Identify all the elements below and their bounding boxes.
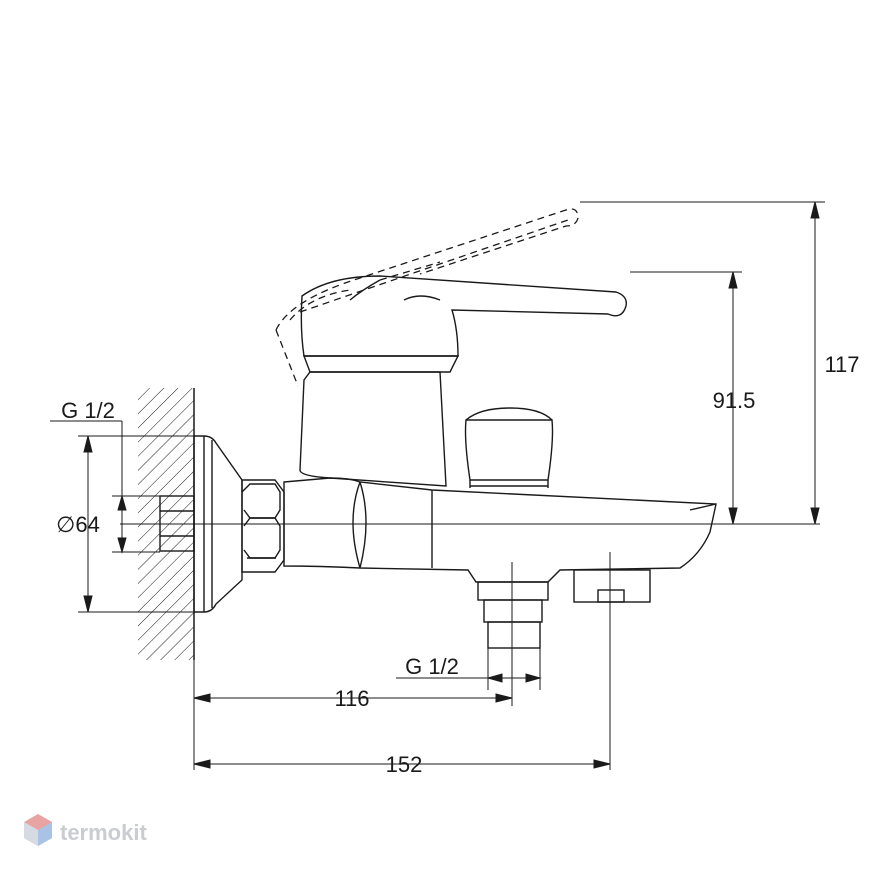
spout xyxy=(283,477,717,583)
outlet-collar xyxy=(477,581,549,601)
dim-cover-diameter: ∅64 xyxy=(56,512,100,537)
diverter-knob xyxy=(464,419,554,481)
dim-outlet-thread: G 1/2 xyxy=(405,654,459,679)
dim-total-height: 117 xyxy=(824,352,859,377)
dim-spout-reach: 152 xyxy=(386,752,423,777)
dimension-lines xyxy=(50,201,825,770)
lever-housing xyxy=(299,371,447,487)
lever-handle xyxy=(300,275,627,357)
faucet-body xyxy=(159,275,717,649)
aerator xyxy=(573,569,651,603)
dim-lever-height: 91.5 xyxy=(713,388,756,413)
watermark-brand: termokit xyxy=(60,820,147,845)
dim-outlet-distance: 116 xyxy=(334,686,369,711)
watermark-logo: termokit xyxy=(24,814,147,846)
cover-plate xyxy=(193,435,243,613)
dim-inlet-thread: G 1/2 xyxy=(61,398,115,423)
lever-raised-outline xyxy=(275,208,579,387)
